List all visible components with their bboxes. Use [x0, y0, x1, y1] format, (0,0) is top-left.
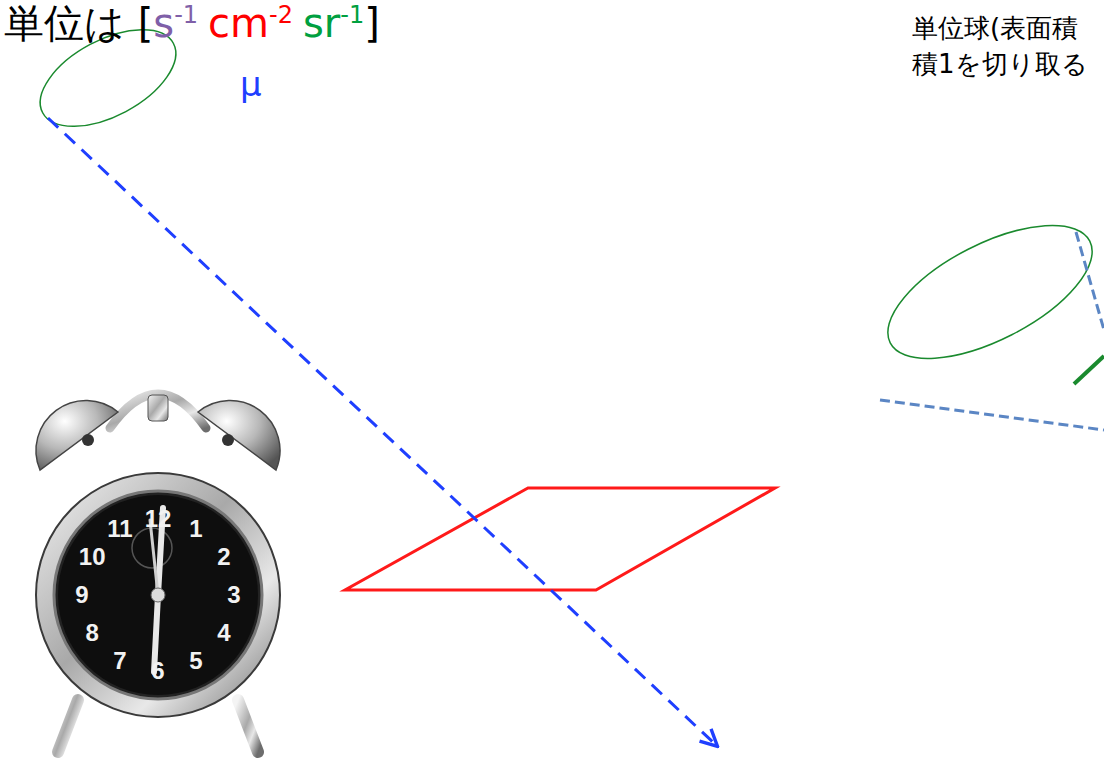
- clock-numeral: 5: [189, 648, 202, 674]
- alarm-clock: [36, 394, 280, 752]
- clock-numeral: 1: [189, 516, 202, 542]
- cone-ellipse: [868, 198, 1104, 385]
- clock-numeral: 11: [107, 516, 132, 542]
- radius-mark: [1074, 356, 1104, 384]
- unit-exponent: -1: [340, 1, 364, 29]
- unit-area: [345, 488, 775, 590]
- clock-numeral: 3: [227, 582, 240, 608]
- unit-symbol: sr: [303, 0, 340, 46]
- clock-numeral: 12: [145, 506, 172, 532]
- unit-text: 単位は [: [4, 0, 153, 46]
- unit-text: ]: [364, 0, 380, 46]
- cone-edge: [1076, 232, 1104, 330]
- note-text: 積1を切り取る: [912, 50, 1088, 79]
- clock-numeral: 8: [85, 620, 98, 646]
- unit-exponent: -1: [174, 1, 198, 29]
- clock-numeral: 10: [79, 544, 106, 570]
- unit-symbol: s: [153, 0, 174, 46]
- muon-track: [48, 118, 716, 745]
- muon-label: μ: [240, 66, 262, 103]
- note-text: 単位球(表面積: [912, 14, 1078, 43]
- clock-numeral: 7: [113, 648, 126, 674]
- clock-numeral: 4: [217, 620, 230, 646]
- clock-numeral: 2: [217, 544, 230, 570]
- cone-edge: [880, 400, 1104, 430]
- unit-exponent: -2: [269, 1, 293, 29]
- clock-numeral: 6: [151, 658, 164, 684]
- unit-heading: 単位は [s-1cm-2sr-1]: [4, 0, 380, 46]
- clock-numeral: 9: [75, 582, 88, 608]
- unit-symbol: cm: [208, 0, 269, 46]
